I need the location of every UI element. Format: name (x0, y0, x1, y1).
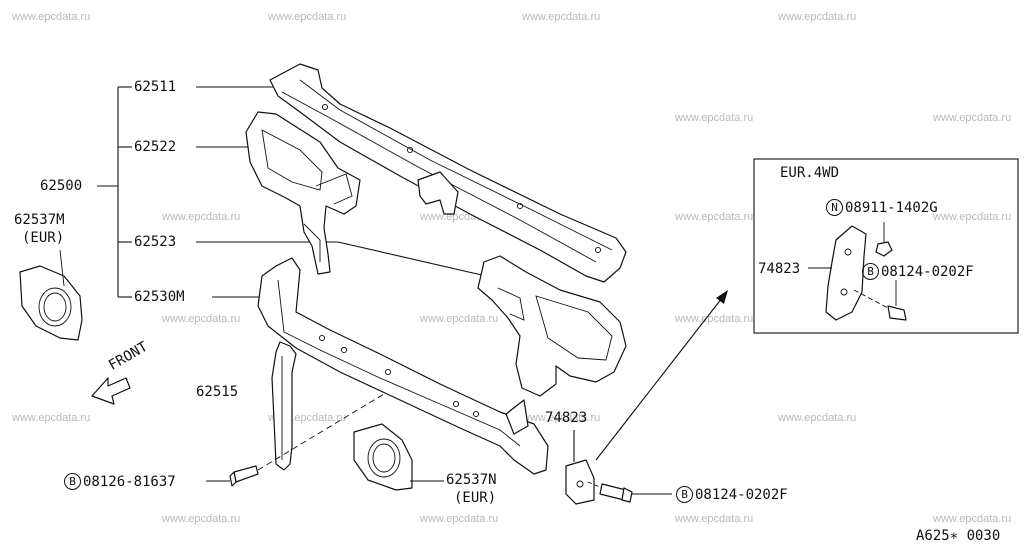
seal-plate-62537N (353, 423, 444, 491)
inset-pointer-arrow (595, 290, 728, 461)
part-62511-label[interactable]: 62511 (134, 79, 177, 95)
vertical-bracket-62515 (271, 341, 297, 471)
part-62537M-note: (EUR) (22, 230, 65, 246)
watermark: www.epcdata.ru (420, 313, 499, 325)
part-62537N-note: (EUR) (454, 490, 497, 506)
watermark: www.epcdata.ru (268, 11, 347, 23)
diagram-code: A625∗ 0030 (916, 528, 1001, 544)
part-62530M-label[interactable]: 62530M (134, 289, 185, 305)
front-arrow-icon (91, 377, 131, 405)
inset-bracket-label[interactable]: 74823 (758, 261, 801, 277)
bolt-left-icon (206, 393, 385, 487)
bolt-marker-icon: B (862, 263, 879, 280)
lower-support-62530M (257, 257, 549, 475)
side-bracket-62523 (477, 255, 627, 397)
watermark: www.epcdata.ru (778, 412, 857, 424)
watermark: www.epcdata.ru (778, 11, 857, 23)
watermark: www.epcdata.ru (522, 412, 601, 424)
part-62537N-label[interactable]: 62537N (446, 472, 497, 488)
watermark: www.epcdata.ru (420, 513, 499, 525)
watermark: www.epcdata.ru (933, 513, 1012, 525)
seal-plate-62537M (19, 249, 83, 341)
watermark: www.epcdata.ru (675, 313, 754, 325)
watermark: www.epcdata.ru (675, 513, 754, 525)
watermark: www.epcdata.ru (675, 211, 754, 223)
bolt-right-number: 08124-0202F (695, 487, 788, 503)
watermark: www.epcdata.ru (162, 513, 241, 525)
bolt-marker-icon: B (64, 473, 81, 490)
bolt-right-icon (587, 481, 672, 503)
part-62522-label[interactable]: 62522 (134, 139, 177, 155)
watermark: www.epcdata.ru (12, 11, 91, 23)
watermark: www.epcdata.ru (522, 11, 601, 23)
nut-marker-icon: N (826, 199, 843, 216)
part-62500-label[interactable]: 62500 (40, 178, 83, 194)
bolt-left-number: 08126-81637 (83, 474, 176, 490)
upper-support-62511 (269, 63, 627, 283)
watermark: www.epcdata.ru (933, 211, 1012, 223)
watermark: www.epcdata.ru (933, 112, 1012, 124)
inset-title: EUR.4WD (780, 165, 840, 181)
watermark: www.epcdata.ru (675, 112, 754, 124)
watermark: www.epcdata.ru (12, 412, 91, 424)
inset-box (753, 158, 1019, 334)
side-bracket-62522 (245, 111, 361, 275)
part-62537M-label[interactable]: 62537M (14, 212, 65, 228)
part-74823-label[interactable]: 74823 (545, 410, 588, 426)
inset-bolt-number: 08124-0202F (881, 264, 974, 280)
part-62523-label[interactable]: 62523 (134, 234, 177, 250)
watermark: www.epcdata.ru (162, 313, 241, 325)
part-62515-label[interactable]: 62515 (196, 384, 239, 400)
watermark: www.epcdata.ru (162, 211, 241, 223)
bracket-74823 (565, 430, 595, 505)
inset-nut-number: 08911-1402G (845, 200, 938, 216)
bolt-marker-icon: B (676, 486, 693, 503)
